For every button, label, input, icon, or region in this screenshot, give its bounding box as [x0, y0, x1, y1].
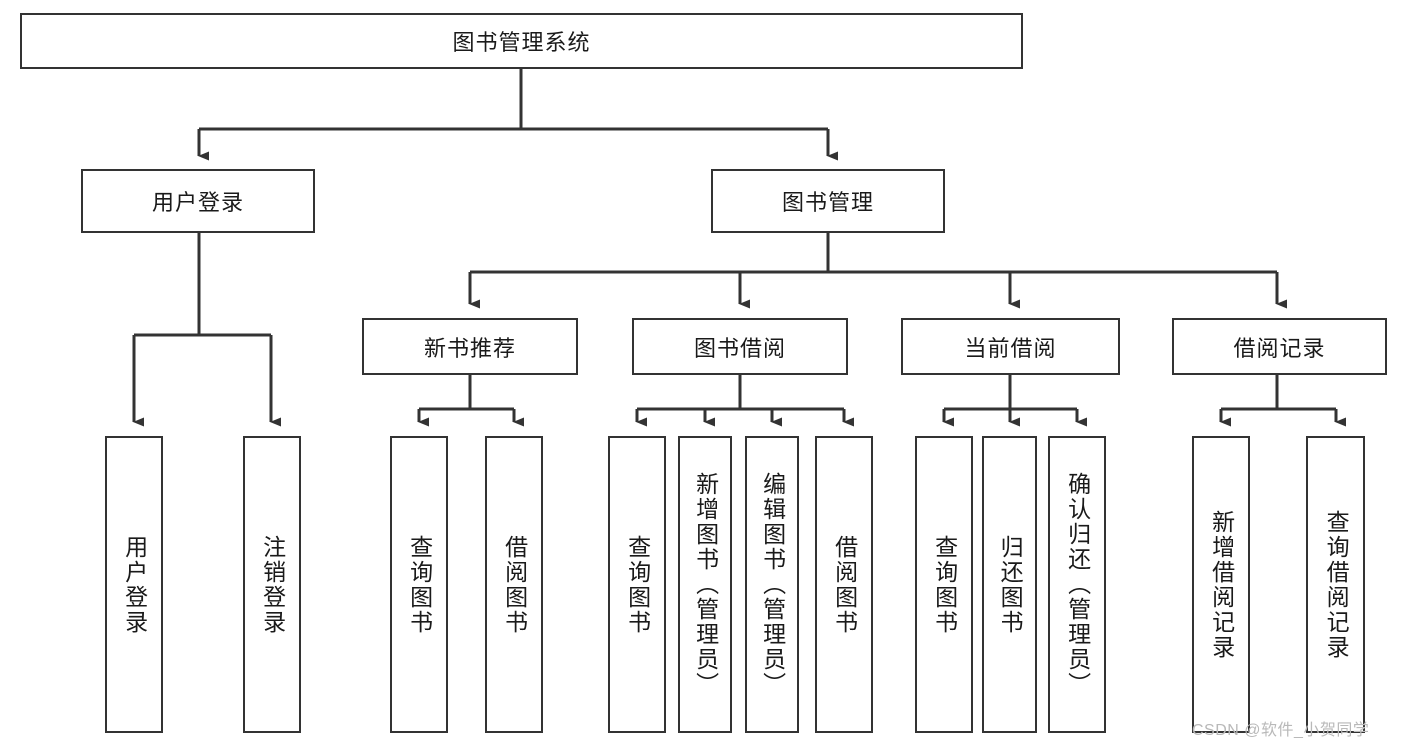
- leaf-query-borrow-record-label: 查询借阅记录: [1323, 509, 1350, 660]
- leaf-add-borrow-record-label: 新增借阅记录: [1208, 509, 1235, 660]
- leaf-borrow-book-borrow[interactable]: 借阅图书: [815, 436, 873, 733]
- node-book-borrow-label: 图书借阅: [693, 335, 786, 361]
- leaf-return-book-label: 归还图书: [997, 534, 1024, 635]
- node-borrow-record-label: 借阅记录: [1233, 335, 1326, 361]
- leaf-borrow-book-borrow-label: 借阅图书: [831, 534, 858, 635]
- leaf-edit-book-admin[interactable]: 编辑图书（管理员）: [745, 436, 799, 733]
- leaf-query-book-borrow[interactable]: 查询图书: [608, 436, 666, 733]
- node-new-book-recommendation-label: 新书推荐: [423, 335, 516, 361]
- leaf-confirm-return-admin[interactable]: 确认归还（管理员）: [1048, 436, 1106, 733]
- node-user-login-label: 用户登录: [151, 190, 244, 215]
- node-current-borrow-label: 当前借阅: [964, 335, 1057, 361]
- node-user-login[interactable]: 用户登录: [81, 169, 315, 233]
- leaf-add-borrow-record[interactable]: 新增借阅记录: [1192, 436, 1250, 733]
- leaf-borrow-book-recommend-label: 借阅图书: [501, 534, 528, 635]
- node-book-management-label: 图书管理: [781, 190, 874, 215]
- leaf-user-logout-label: 注销登录: [259, 534, 286, 635]
- leaf-query-book-recommend-label: 查询图书: [406, 534, 433, 635]
- leaf-user-logout[interactable]: 注销登录: [243, 436, 301, 733]
- node-book-management[interactable]: 图书管理: [711, 169, 945, 233]
- leaf-borrow-book-recommend[interactable]: 借阅图书: [485, 436, 543, 733]
- node-current-borrow[interactable]: 当前借阅: [901, 318, 1120, 375]
- leaf-confirm-return-admin-label: 确认归还（管理员）: [1064, 472, 1091, 697]
- node-new-book-recommendation[interactable]: 新书推荐: [362, 318, 578, 375]
- leaf-add-book-admin-label: 新增图书（管理员）: [692, 472, 719, 697]
- node-borrow-record[interactable]: 借阅记录: [1172, 318, 1387, 375]
- leaf-edit-book-admin-label: 编辑图书（管理员）: [759, 472, 786, 697]
- node-root-system-label: 图书管理系统: [452, 30, 591, 55]
- leaf-query-book-current-label: 查询图书: [931, 534, 958, 635]
- leaf-user-login-label: 用户登录: [121, 534, 148, 635]
- node-book-borrow[interactable]: 图书借阅: [632, 318, 848, 375]
- csdn-watermark: CSDN @软件_小贺同学: [1192, 722, 1370, 739]
- leaf-query-book-borrow-label: 查询图书: [624, 534, 651, 635]
- node-root-system[interactable]: 图书管理系统: [20, 13, 1023, 69]
- leaf-query-book-recommend[interactable]: 查询图书: [390, 436, 448, 733]
- leaf-query-borrow-record[interactable]: 查询借阅记录: [1306, 436, 1365, 733]
- leaf-query-book-current[interactable]: 查询图书: [915, 436, 973, 733]
- leaf-user-login[interactable]: 用户登录: [105, 436, 163, 733]
- leaf-add-book-admin[interactable]: 新增图书（管理员）: [678, 436, 732, 733]
- leaf-return-book[interactable]: 归还图书: [982, 436, 1037, 733]
